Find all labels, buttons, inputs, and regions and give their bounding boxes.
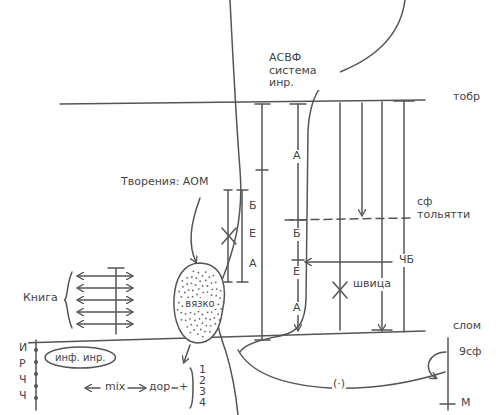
sketch-label: сф тольятти: [416, 196, 478, 221]
sketch-label: АСВФ система инр.: [268, 52, 340, 90]
sketch-label: Б: [292, 228, 302, 241]
sketch-label: mix: [104, 381, 126, 394]
sketch-label: А: [248, 258, 258, 271]
sketch-label: слом: [452, 320, 482, 333]
sketch-label: А: [292, 150, 302, 163]
sketch-label: швица: [352, 278, 392, 291]
sketch-label: Ч: [18, 390, 28, 403]
sketch-label: 9сф: [458, 346, 482, 359]
sketch-label: Р: [18, 358, 27, 371]
circled-note: инф. инр.: [44, 346, 117, 369]
sketch-label: ЧБ: [398, 254, 415, 267]
node-text: инф. инр.: [54, 352, 107, 363]
sketch-label: Е: [292, 266, 301, 279]
sketch-label: Е: [248, 228, 257, 241]
sketch-label: Творения: АОМ: [120, 176, 210, 189]
sketch-label: тобр: [452, 91, 481, 104]
sketch-label: дор: [148, 381, 171, 394]
sketch-label: +: [178, 381, 189, 394]
sketch-label: Б: [248, 200, 258, 213]
node-text: вязко: [184, 298, 215, 309]
sketch-label: М: [460, 397, 472, 410]
sketch-label: Книга: [22, 292, 59, 305]
blob-shape: вязко: [172, 262, 228, 344]
sketch-label: (·): [332, 378, 346, 391]
sketch-label: А: [292, 302, 302, 315]
sketch-label: 4: [198, 397, 207, 410]
sketch-label: Ч: [18, 374, 28, 387]
sketch-label: И: [18, 342, 28, 355]
